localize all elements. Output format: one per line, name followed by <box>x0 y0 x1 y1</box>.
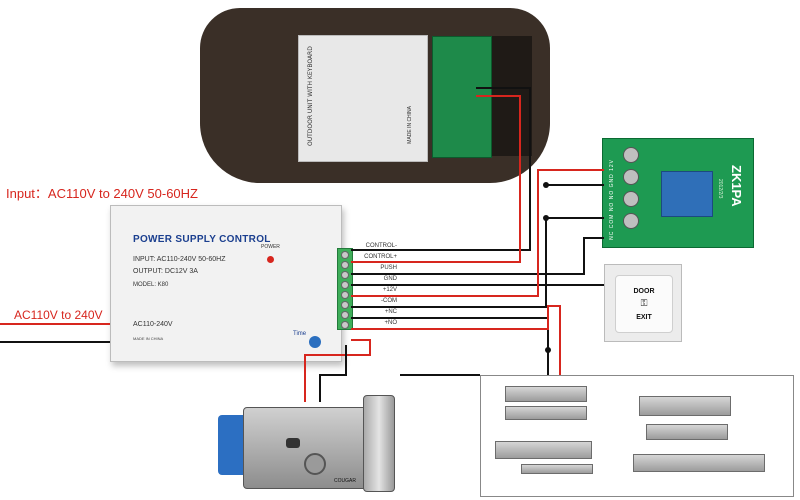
electric-rim-lock: COUGAR <box>218 395 395 495</box>
junction-dot <box>543 182 549 188</box>
terminal-nc: +NC <box>384 309 397 315</box>
power-indicator-label: POWER <box>261 244 280 250</box>
door-exit-button: DOOR ⚿ EXIT <box>604 264 682 342</box>
exit-button-exit-text: EXIT <box>636 314 652 321</box>
terminal-screw <box>623 147 639 163</box>
ac-input-label: AC110V to 240V <box>14 308 103 322</box>
electric-strike-plate-long <box>633 454 765 472</box>
power-supply-model: MODEL: K80 <box>133 282 169 288</box>
nc-wire <box>351 317 549 375</box>
electric-strike-lock <box>505 386 587 402</box>
zk1pa-date: 2012/2/3 <box>717 179 723 199</box>
timer-label: Time <box>293 331 307 337</box>
terminal-no: +NO <box>384 320 397 326</box>
input-voltage-label: Input：AC110V to 240V 50-60HZ <box>6 186 198 201</box>
strike-lock-long <box>495 441 592 459</box>
lock-wire-black <box>319 345 347 402</box>
terminal-screw <box>341 321 349 329</box>
terminal-com: -COM <box>381 298 397 304</box>
terminal-screw <box>341 291 349 299</box>
power-supply-input-spec: INPUT: AC110-240V 50-60HZ <box>133 256 226 263</box>
terminal-control-plus: CONTROL+ <box>364 254 397 260</box>
lock-handle <box>363 395 395 492</box>
magnetic-lock <box>639 396 731 416</box>
control-plus-wire <box>351 95 521 263</box>
key-icon: ⚿ <box>640 298 648 308</box>
terminal-screw <box>341 281 349 289</box>
power-supply-made-in: MADE IN CHINA <box>133 336 164 341</box>
terminal-screw <box>623 213 639 229</box>
zk1pa-relay-board: NC COM NO NO GND 12V 2012/2/3 ZK1PA <box>602 138 754 248</box>
lock-cylinder-icon <box>304 453 326 475</box>
terminal-screw <box>623 191 639 207</box>
power-supply-output-spec: OUTPUT: DC12V 3A <box>133 268 198 275</box>
junction-dot <box>545 347 551 353</box>
magnetic-lock-armature <box>646 424 728 440</box>
power-supply-control: POWER SUPPLY CONTROL POWER INPUT: AC110-… <box>110 205 397 362</box>
terminal-12v: +12V <box>382 287 397 293</box>
lock-wire-red <box>304 339 371 402</box>
terminal-screw <box>341 261 349 269</box>
control-minus-wire <box>351 87 531 251</box>
power-supply-ac-spec: AC110-240V <box>133 321 173 328</box>
lock-options-panel <box>480 375 794 497</box>
electric-strike-plate <box>505 406 587 420</box>
exit-button-door-text: DOOR <box>633 288 655 295</box>
power-led-icon <box>267 256 274 263</box>
no-wire <box>351 305 561 375</box>
outdoor-unit-label-sticker: OUTDOOR UNIT WITH KEYBOARD MADE IN CHINA <box>298 35 428 162</box>
zk1pa-model-label: ZK1PA <box>729 165 744 207</box>
exit-button-face: DOOR ⚿ EXIT <box>615 275 673 333</box>
lock-release-button <box>286 438 300 448</box>
junction-dot <box>543 215 549 221</box>
lock-brand: COUGAR <box>334 478 356 484</box>
terminal-block <box>337 248 353 330</box>
strike-lock-screws <box>521 464 593 474</box>
terminal-screw <box>341 271 349 279</box>
terminal-gnd: GND <box>383 276 397 282</box>
12v-wire <box>351 169 604 297</box>
terminal-screw <box>623 169 639 185</box>
terminal-screw <box>341 251 349 259</box>
com-wire <box>351 217 604 308</box>
terminal-screw <box>341 301 349 309</box>
terminal-control-minus: CONTROL- <box>365 243 397 249</box>
relay-component <box>661 171 713 217</box>
terminal-push: PUSH <box>380 265 397 271</box>
terminal-screw <box>341 311 349 319</box>
push-wire <box>351 237 604 275</box>
power-supply-title: POWER SUPPLY CONTROL <box>133 234 271 245</box>
timer-knob-icon <box>309 336 321 348</box>
